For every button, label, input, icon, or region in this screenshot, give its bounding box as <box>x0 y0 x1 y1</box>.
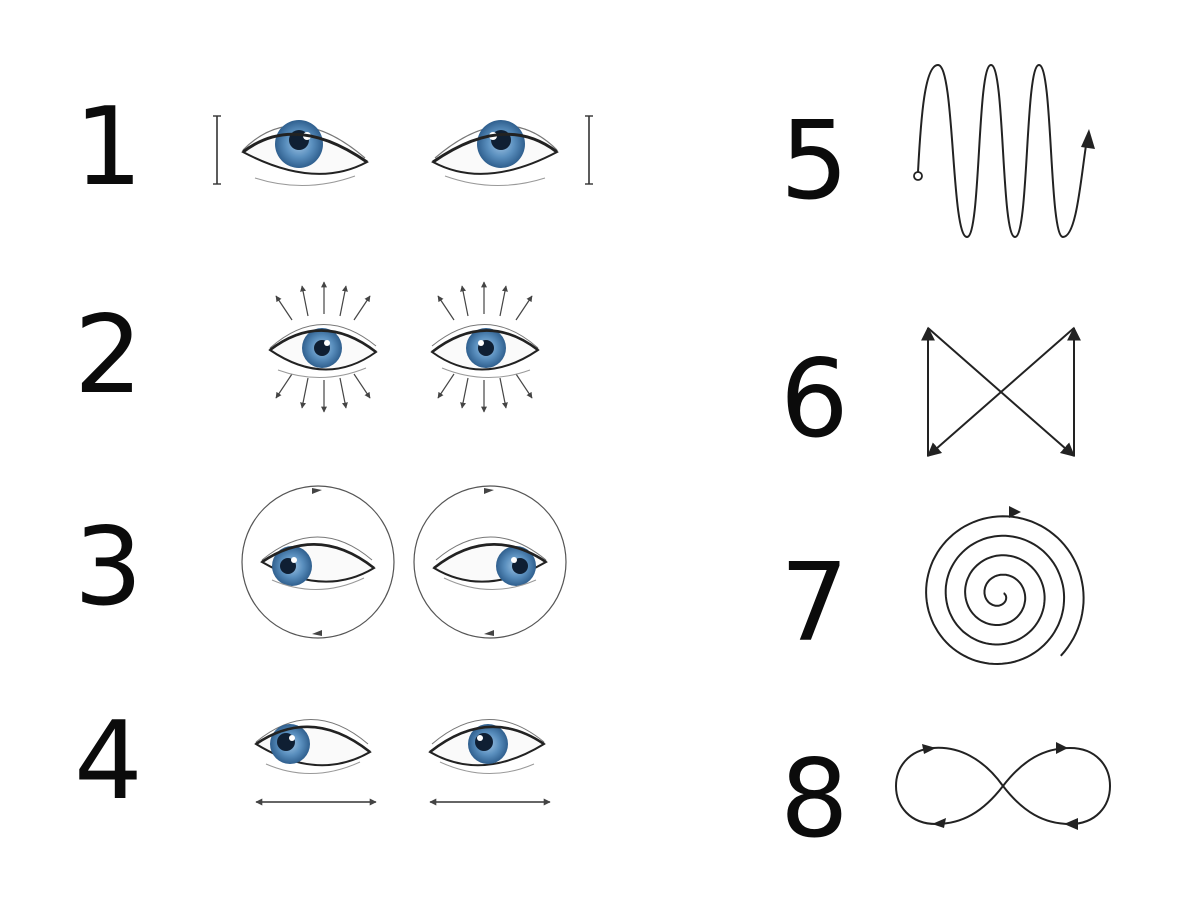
left-eye-icon <box>241 120 369 187</box>
hourglass-arrows-icon <box>921 326 1081 457</box>
exercise-8-figure <box>894 742 1112 830</box>
left-eye-rolled-icon <box>260 536 376 590</box>
vertical-range-left-icon <box>213 115 221 185</box>
exercise-1-figure <box>213 115 593 187</box>
right-eye-side-icon <box>428 719 546 774</box>
exercise-number-1: 1 <box>74 85 143 210</box>
right-eye-icon <box>431 120 559 187</box>
right-eye-rolled-icon <box>432 536 548 590</box>
exercise-number-6: 6 <box>780 337 849 462</box>
left-eye-wide-icon <box>268 281 378 413</box>
exercise-4-figure <box>254 719 551 806</box>
exercise-number-4: 4 <box>74 699 143 824</box>
vertical-range-right-icon <box>585 115 593 185</box>
exercise-6-figure <box>921 326 1081 457</box>
exercise-5-figure <box>913 63 1095 239</box>
rotation-circle-right-icon <box>413 485 567 639</box>
exercise-number-3: 3 <box>74 505 143 630</box>
rotation-circle-left-icon <box>241 485 395 639</box>
exercise-7-figure <box>925 506 1085 666</box>
zigzag-wave-icon <box>913 63 1095 239</box>
exercise-number-8: 8 <box>780 737 849 862</box>
exercise-number-7: 7 <box>780 541 849 666</box>
spiral-icon <box>925 506 1085 666</box>
right-eye-wide-icon <box>430 281 540 413</box>
exercise-number-5: 5 <box>780 99 849 224</box>
exercise-number-2: 2 <box>74 293 143 418</box>
exercise-3-figure <box>241 485 567 639</box>
exercise-2-figure <box>268 281 540 413</box>
infinity-loop-icon <box>894 742 1112 830</box>
left-eye-side-icon <box>254 719 372 774</box>
